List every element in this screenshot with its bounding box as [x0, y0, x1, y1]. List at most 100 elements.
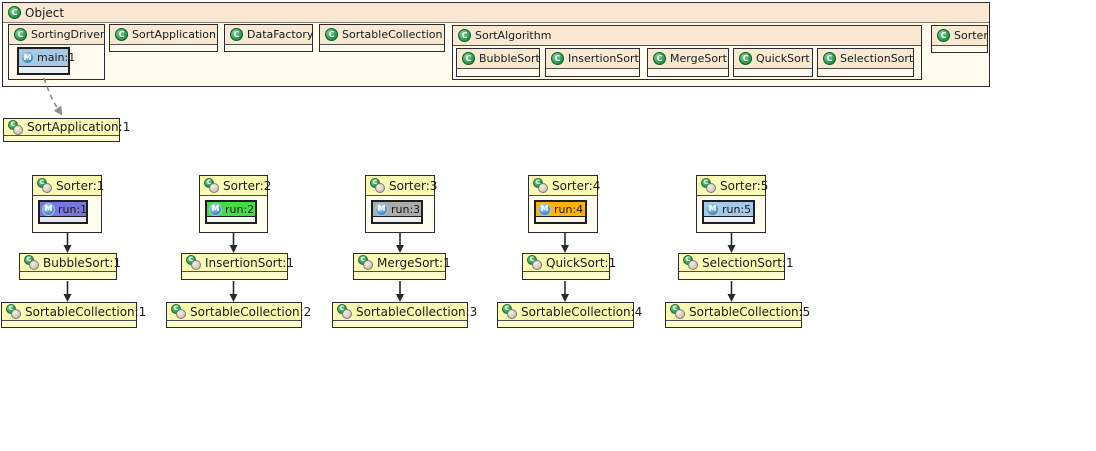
thread-label-run-4: run:4: [554, 202, 584, 216]
instance-box-sortapplication-1[interactable]: C SortApplication:1: [3, 118, 130, 142]
class-box-insertionsort[interactable]: C InsertionSort: [545, 48, 640, 77]
instance-box-sortablecollection-1[interactable]: C SortableCollection:1: [1, 302, 146, 328]
class-box-datafactory-body: [225, 45, 312, 51]
instance-box-bubblesort-1-header: C BubbleSort:1: [20, 254, 121, 272]
class-box-sortalgorithm-header: C SortAlgorithm: [453, 26, 921, 46]
thread-box-run-5[interactable]: M run:5: [702, 200, 755, 224]
thread-box-run-2[interactable]: M run:2: [205, 200, 257, 224]
thread-icon: M: [706, 202, 719, 216]
instance-box-sortablecollection-3-body: [333, 321, 467, 327]
class-box-sortapplication-body: [110, 45, 217, 51]
instance-box-sortablecollection-4-header: C SortableCollection:4: [498, 303, 642, 321]
instance-box-bubblesort-1[interactable]: C BubbleSort:1: [19, 253, 121, 280]
class-icon: C: [823, 52, 836, 65]
class-box-insertionsort-body: [546, 69, 639, 76]
instance-box-sortablecollection-5[interactable]: C SortableCollection:5: [665, 302, 810, 328]
instance-box-sorter-3-header: C Sorter:3: [366, 176, 438, 196]
object-instance-icon: C: [358, 255, 374, 270]
class-icon: C: [8, 6, 21, 19]
instance-box-selectionsort-1[interactable]: C SelectionSort:1: [678, 253, 794, 280]
instance-label-sorter-5: Sorter:5: [720, 178, 769, 193]
instance-box-sortablecollection-2[interactable]: C SortableCollection:2: [166, 302, 311, 328]
class-box-quicksort-body: [734, 69, 812, 76]
instance-box-mergesort-1[interactable]: C MergeSort:1: [353, 253, 451, 280]
instance-label-sorter-3: Sorter:3: [389, 178, 438, 193]
class-label-quicksort: QuickSort: [756, 52, 810, 65]
class-label-sortablecollection: SortableCollection: [342, 28, 443, 41]
class-icon: C: [551, 52, 564, 65]
class-icon: C: [937, 29, 950, 42]
class-box-sortingdriver-header: C SortingDriver: [9, 25, 104, 45]
class-box-quicksort[interactable]: C QuickSort: [733, 48, 813, 77]
instance-box-quicksort-1-body: [523, 272, 609, 279]
thread-label-run-2: run:2: [225, 202, 255, 216]
thread-box-run-3-header: M run:3: [373, 202, 421, 217]
class-label-datafactory: DataFactory: [247, 28, 314, 41]
class-box-sortapplication[interactable]: C SortApplication: [109, 24, 218, 52]
instance-box-sortablecollection-4[interactable]: C SortableCollection:4: [497, 302, 642, 328]
instance-box-quicksort-1[interactable]: C QuickSort:1: [522, 253, 616, 280]
class-label-sortingdriver: SortingDriver: [31, 28, 105, 41]
object-instance-icon: C: [186, 255, 202, 270]
class-icon: C: [14, 28, 27, 41]
instance-box-sorter-2-header: C Sorter:2: [200, 176, 271, 196]
thread-box-run-2-body: [207, 217, 255, 222]
class-box-datafactory[interactable]: C DataFactory: [224, 24, 313, 52]
class-box-sorter[interactable]: C Sorter: [931, 25, 988, 53]
class-box-sorter-header: C Sorter: [932, 26, 988, 46]
thread-box-run-1[interactable]: M run:1: [38, 200, 88, 224]
thread-box-main-1[interactable]: M main:1: [17, 47, 75, 75]
instance-box-insertionsort-1-header: C InsertionSort:1: [182, 254, 294, 272]
instance-box-sortablecollection-3[interactable]: C SortableCollection:3: [332, 302, 477, 328]
instance-box-sorter-5-header: C Sorter:5: [697, 176, 769, 196]
class-label-sortapplication: SortApplication: [132, 28, 217, 41]
class-box-selectionsort-body: [818, 69, 913, 76]
instance-box-quicksort-1-header: C QuickSort:1: [523, 254, 616, 272]
instance-box-mergesort-1-body: [354, 272, 445, 279]
thread-label-run-1: run:1: [58, 202, 88, 216]
class-box-sortablecollection[interactable]: C SortableCollection: [319, 24, 445, 52]
instance-label-sortablecollection-5: SortableCollection:5: [689, 304, 811, 319]
thread-icon: M: [21, 51, 34, 64]
instance-box-sortablecollection-3-header: C SortableCollection:3: [333, 303, 477, 321]
object-instance-icon: C: [683, 255, 699, 270]
thread-box-run-3-body: [373, 217, 421, 222]
thread-icon: M: [209, 202, 222, 216]
class-box-selectionsort-header: C SelectionSort: [818, 49, 913, 69]
instance-label-selectionsort-1: SelectionSort:1: [702, 255, 794, 270]
thread-icon: M: [375, 202, 388, 216]
class-icon: C: [739, 52, 752, 65]
class-icon: C: [230, 28, 243, 41]
class-box-sortablecollection-header: C SortableCollection: [320, 25, 444, 45]
instance-box-sortablecollection-5-body: [666, 321, 801, 327]
instance-box-sorter-4-header: C Sorter:4: [529, 176, 600, 196]
instance-label-sorter-1: Sorter:1: [56, 178, 105, 193]
class-box-mergesort[interactable]: C MergeSort: [647, 48, 729, 77]
object-instance-icon: C: [37, 178, 53, 193]
class-box-datafactory-header: C DataFactory: [225, 25, 314, 45]
object-instance-icon: C: [370, 178, 386, 193]
object-instance-icon: C: [527, 255, 543, 270]
instance-box-insertionsort-1[interactable]: C InsertionSort:1: [181, 253, 294, 280]
class-box-sorter-body: [932, 46, 987, 52]
thread-box-run-3[interactable]: M run:3: [371, 200, 423, 224]
instance-label-sortapplication-1: SortApplication:1: [27, 120, 131, 134]
class-label-insertionsort: InsertionSort: [568, 52, 639, 65]
class-box-mergesort-header: C MergeSort: [648, 49, 728, 69]
instance-label-sortablecollection-1: SortableCollection:1: [25, 304, 147, 319]
class-box-selectionsort[interactable]: C SelectionSort: [817, 48, 914, 77]
thread-box-run-4[interactable]: M run:4: [534, 200, 587, 224]
instance-box-sortablecollection-1-body: [2, 321, 136, 327]
thread-box-run-5-body: [704, 217, 753, 222]
thread-box-run-1-header: M run:1: [40, 202, 88, 217]
object-instance-icon: C: [204, 178, 220, 193]
instance-box-bubblesort-1-body: [20, 272, 116, 279]
instance-box-insertionsort-1-body: [182, 272, 287, 279]
instance-box-selectionsort-1-header: C SelectionSort:1: [679, 254, 794, 272]
class-box-bubblesort[interactable]: C BubbleSort: [456, 48, 540, 77]
thread-box-run-4-body: [536, 217, 585, 222]
class-box-bubblesort-body: [457, 69, 539, 76]
object-instance-icon: C: [6, 304, 22, 319]
class-label-bubblesort: BubbleSort: [479, 52, 540, 65]
